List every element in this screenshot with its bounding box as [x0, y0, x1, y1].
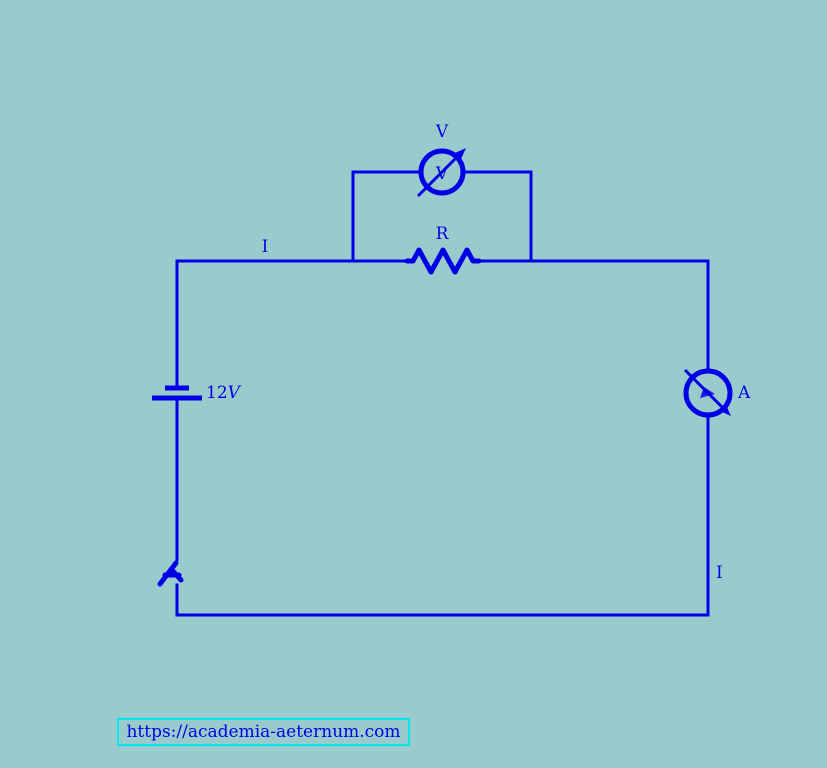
resistor-symbol	[404, 247, 482, 275]
battery-value-label: 12V	[206, 383, 242, 403]
battery-unit: V	[228, 383, 242, 403]
ammeter-label: A	[737, 383, 751, 403]
current-label-top: I	[262, 237, 269, 257]
switch-symbol	[157, 553, 184, 587]
resistor-label: R	[436, 224, 450, 244]
source-link[interactable]: https://academia-aeternum.com	[117, 718, 410, 746]
voltmeter-symbol-letter: V	[435, 164, 449, 184]
circuit-wires	[175, 170, 710, 617]
current-label-right: I	[716, 563, 723, 583]
battery-symbol	[152, 385, 202, 401]
battery-value: 12	[206, 383, 228, 403]
voltmeter-label: V	[435, 122, 449, 142]
ammeter-symbol	[683, 368, 733, 418]
voltmeter-symbol	[416, 148, 466, 198]
